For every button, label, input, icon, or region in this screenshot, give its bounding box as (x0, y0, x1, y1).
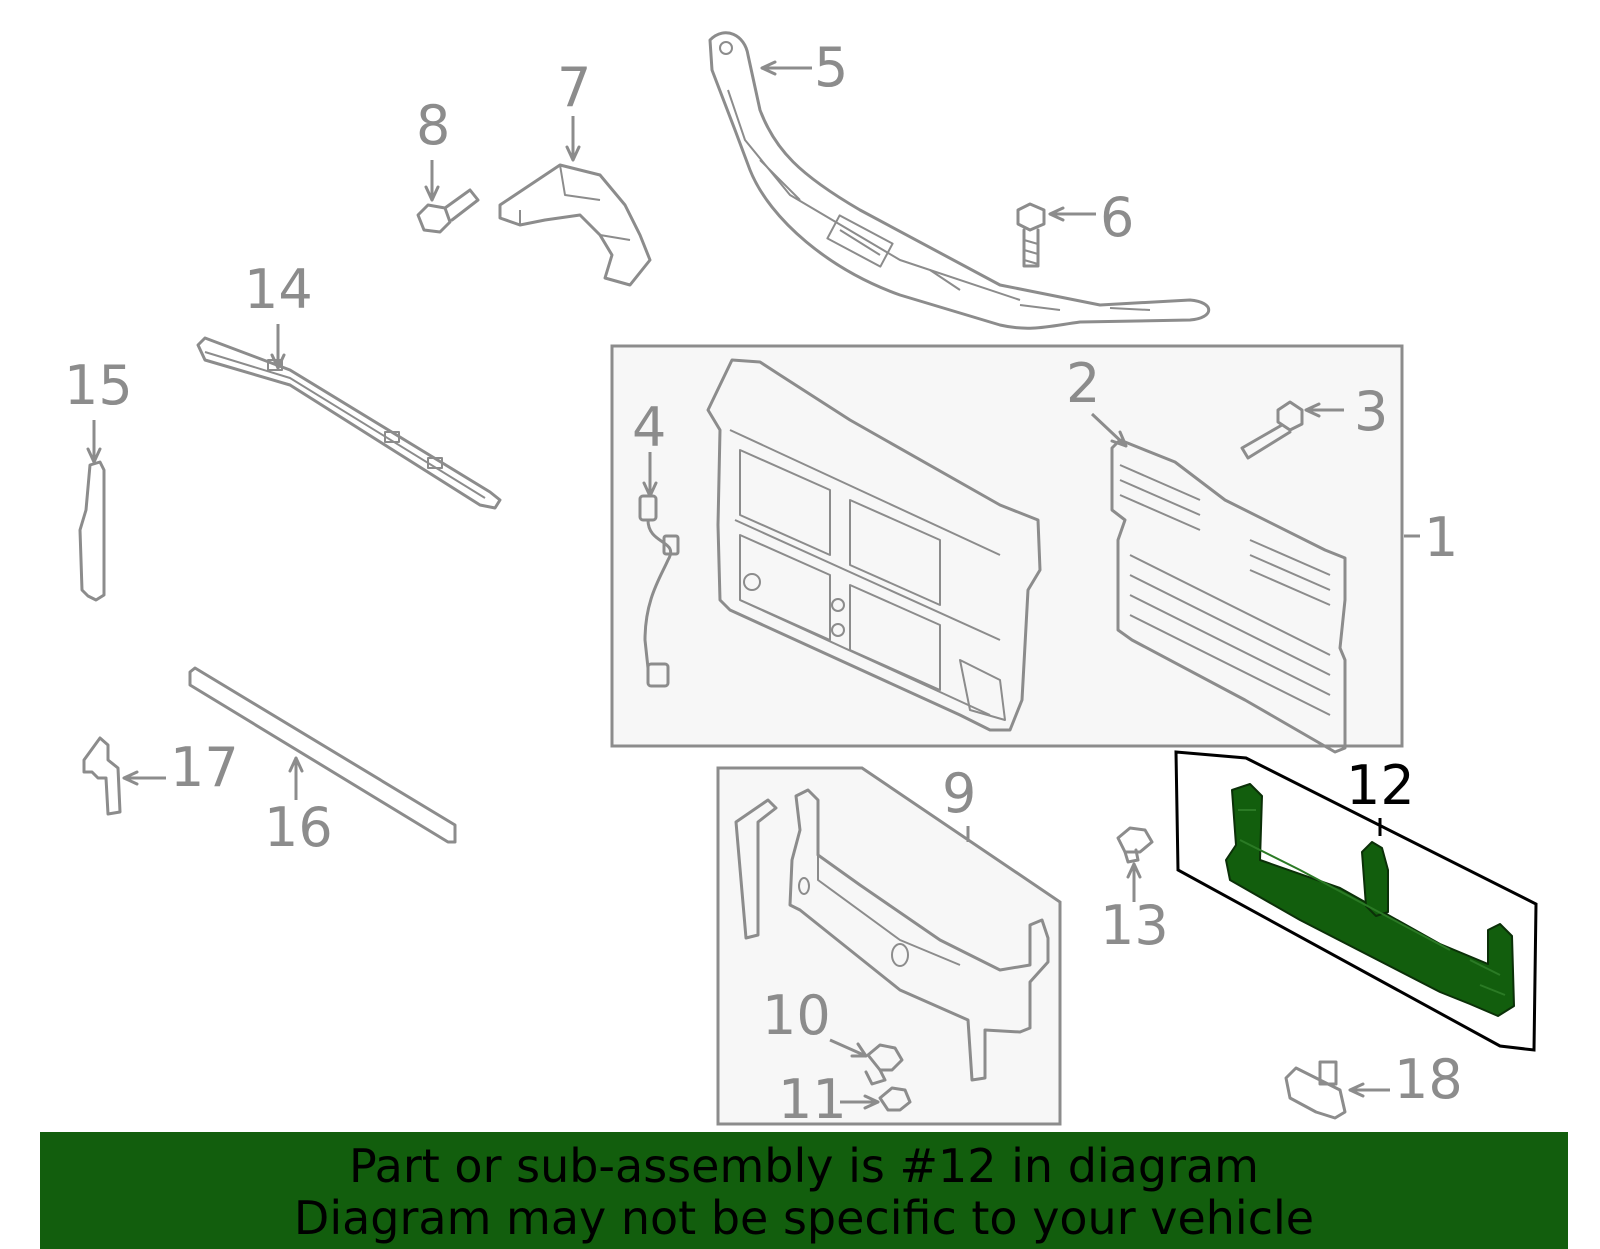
part-14-strip (196, 336, 502, 510)
callout-7: 7 (557, 56, 591, 119)
callout-17: 17 (170, 736, 239, 799)
leader-lines (86, 60, 1420, 1110)
callout-5: 5 (814, 36, 848, 99)
part-11-clip (878, 1086, 912, 1112)
info-banner: Part or sub-assembly is #12 in diagram D… (40, 1132, 1568, 1249)
part-10-clip (864, 1043, 904, 1086)
part-17-clip (82, 736, 122, 816)
part-2-air-shutter (1110, 438, 1347, 754)
callout-14: 14 (244, 258, 313, 321)
assembly-9-box (716, 766, 1062, 1126)
callout-12: 12 (1346, 754, 1415, 817)
assembly-1-box (610, 344, 1404, 748)
callout-8: 8 (416, 94, 450, 157)
callout-16: 16 (264, 796, 333, 859)
callout-18: 18 (1394, 1048, 1463, 1111)
part-1-radiator-support (706, 358, 1042, 732)
callout-1: 1 (1424, 506, 1458, 569)
callout-labels: 1 2 3 4 5 6 7 8 9 10 11 12 13 14 15 16 1… (64, 36, 1463, 1131)
banner-line-1: Part or sub-assembly is #12 in diagram (349, 1139, 1259, 1193)
part-5-upper-tie-bar (708, 31, 1211, 330)
banner-line-2: Diagram may not be specific to your vehi… (293, 1191, 1315, 1245)
part-8-bolt (416, 188, 480, 234)
callout-3: 3 (1354, 380, 1388, 443)
part-3-bolt (1240, 400, 1304, 460)
part-12-reinforcement (1225, 783, 1515, 1017)
part-6-bolt (1016, 202, 1046, 268)
part-13-clip (1116, 826, 1154, 864)
part-7-bracket (498, 163, 652, 287)
callout-9: 9 (942, 762, 976, 825)
part-9-bracket (734, 788, 1050, 1082)
part-16-strip (188, 666, 457, 844)
callout-11: 11 (778, 1068, 847, 1131)
callout-6: 6 (1100, 186, 1134, 249)
callout-4: 4 (632, 396, 666, 459)
callout-13: 13 (1100, 894, 1169, 957)
callout-2: 2 (1066, 352, 1100, 415)
callout-10: 10 (762, 984, 831, 1047)
part-15-seal (78, 460, 106, 602)
part-18-sensor (1284, 1060, 1347, 1120)
callout-15: 15 (64, 354, 133, 417)
part-4-wire-harness (638, 494, 680, 688)
